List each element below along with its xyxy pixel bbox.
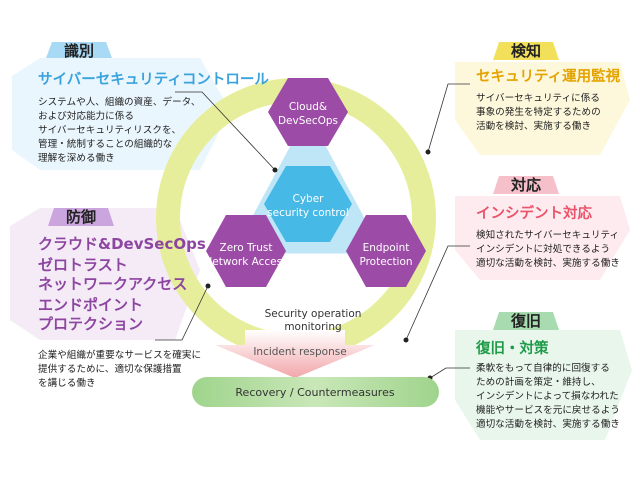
protect-body-line: 企業や組織が重要なサービスを確実に (38, 350, 202, 361)
recovery-bar-label: Recovery / Countermeasures (235, 386, 394, 399)
identify-section: サイバーセキュリティコントロール システムや人、組織の資産、データ、 および対応… (38, 71, 269, 166)
identify-connector-dot (272, 167, 278, 173)
protect-body-line: を講じる働き (38, 378, 96, 389)
identify-body-line: システムや人、組織の資産、データ、 (38, 97, 201, 108)
identify-body-line: 管理・統制することの組織的な (38, 139, 173, 150)
incident-response-arrow (215, 330, 375, 378)
respond-connector (405, 245, 470, 341)
recovery-bar-shape (192, 377, 439, 407)
hexagon-zero-trust (206, 215, 286, 287)
respond-heading: インシデント対応 (476, 206, 592, 222)
protect-heading: クラウド&DevSecOps (38, 235, 206, 253)
respond-body-line: インシデントに対処できるよう (476, 244, 611, 255)
recover-heading: 復旧・対策 (476, 341, 549, 357)
respond-body: 検知されたサイバーセキュリティ インシデントに対処できるよう 適切な活動を検討、… (476, 229, 620, 271)
recover-body-line: 機能やサービスを元に戻せるよう (476, 405, 620, 416)
recover-backdrop (455, 330, 632, 440)
zero-trust-label-line2: Network Access (204, 256, 287, 268)
protect-connector-dot (205, 283, 211, 289)
detect-body: サイバーセキュリティに係る 事象の発生を特定するための 活動を検討、実施する働き (476, 92, 620, 134)
recover-tag-bg (493, 312, 559, 330)
respond-tag-bg (493, 176, 559, 194)
recover-body-line: 柔軟をもって自律的に回復する (476, 363, 610, 374)
identify-tag-bg (46, 42, 112, 58)
recover-body-line: ための計画を策定・維持し、 (476, 377, 601, 388)
detect-section: セキュリティ運用監視 サイバーセキュリティに係る 事象の発生を特定するための 活… (476, 68, 620, 134)
protect-heading: プロテクション (38, 315, 144, 333)
protect-connector (155, 285, 209, 341)
identify-connector (175, 91, 276, 171)
protect-tag: 防御 (65, 208, 96, 226)
protect-body-line: 提供するために、適切な保護措置 (38, 364, 182, 375)
detect-body-line: サイバーセキュリティに係る (476, 93, 600, 104)
cloud-label-line2: DevSecOps (278, 115, 338, 127)
identify-body-line: サイバーセキュリティリスクを、 (38, 125, 182, 136)
recover-body: 柔軟をもって自律的に回復する ための計画を策定・維持し、 インシデントによって損… (476, 362, 620, 432)
center-label-line1: Cyber (293, 193, 325, 205)
recover-tag: 復旧 (510, 312, 541, 330)
detect-connector-dot (425, 149, 431, 155)
center-label-line2: security control (267, 207, 349, 219)
protect-section: クラウド&DevSecOps ゼロトラスト ネットワークアクセス エンドポイント… (38, 235, 206, 334)
protect-heading: エンドポイント (38, 296, 144, 314)
detect-tag: 検知 (510, 42, 541, 60)
identify-body: システムや人、組織の資産、データ、 および対応能力に係る サイバーセキュリティリ… (38, 96, 269, 166)
ring-label-line2: monitoring (284, 321, 341, 333)
hexagon-endpoint (346, 215, 426, 287)
detect-backdrop (455, 62, 630, 155)
recover-body-line: インシデントによって損なわれた (476, 391, 619, 402)
protect-heading: ゼロトラスト (38, 256, 128, 274)
recover-connector (429, 367, 470, 379)
hexagon-cloud (268, 78, 348, 146)
detect-body-line: 事象の発生を特定するための (476, 107, 601, 118)
endpoint-label-line1: Endpoint (363, 242, 410, 254)
endpoint-label-line2: Protection (359, 256, 412, 268)
respond-backdrop (455, 196, 630, 280)
cloud-label-line1: Cloud& (289, 101, 327, 113)
protect-heading: ネットワークアクセス (38, 275, 188, 293)
recover-body-line: 適切な活動を検討、実施する働き (476, 419, 620, 430)
identify-backdrop (12, 58, 230, 170)
identify-heading: サイバーセキュリティコントロール (38, 72, 269, 88)
respond-tag: 対応 (510, 176, 541, 194)
incident-response-label: Incident response (253, 346, 346, 358)
respond-section: インシデント対応 検知されたサイバーセキュリティ インシデントに対処できるよう … (476, 205, 620, 271)
recover-section: 復旧・対策 柔軟をもって自律的に回復する ための計画を策定・維持し、 インシデン… (476, 340, 620, 432)
detect-connector (427, 83, 470, 153)
respond-body-line: 検知されたサイバーセキュリティ (476, 230, 620, 241)
detect-heading: セキュリティ運用監視 (476, 69, 621, 85)
center-hexagon (264, 166, 352, 242)
respond-connector-dot (403, 337, 409, 343)
respond-body-line: 適切な活動を検討、実施する働き (476, 258, 620, 269)
protect-tag-bg (48, 208, 114, 226)
protect-backdrop (10, 208, 200, 340)
identify-tag: 識別 (63, 42, 94, 60)
detect-body-line: 活動を検討、実施する働き (476, 121, 592, 132)
protect-body: 企業や組織が重要なサービスを確実に 提供するために、適切な保護措置 を講じる働き (38, 349, 201, 391)
identify-body-line: 理解を深める働き (38, 153, 115, 164)
identify-body-line: および対応能力に係る (38, 111, 134, 122)
zero-trust-label-line1: Zero Trust (220, 242, 273, 254)
ring-label-line1: Security operation (265, 308, 362, 320)
detect-tag-bg (493, 42, 559, 60)
